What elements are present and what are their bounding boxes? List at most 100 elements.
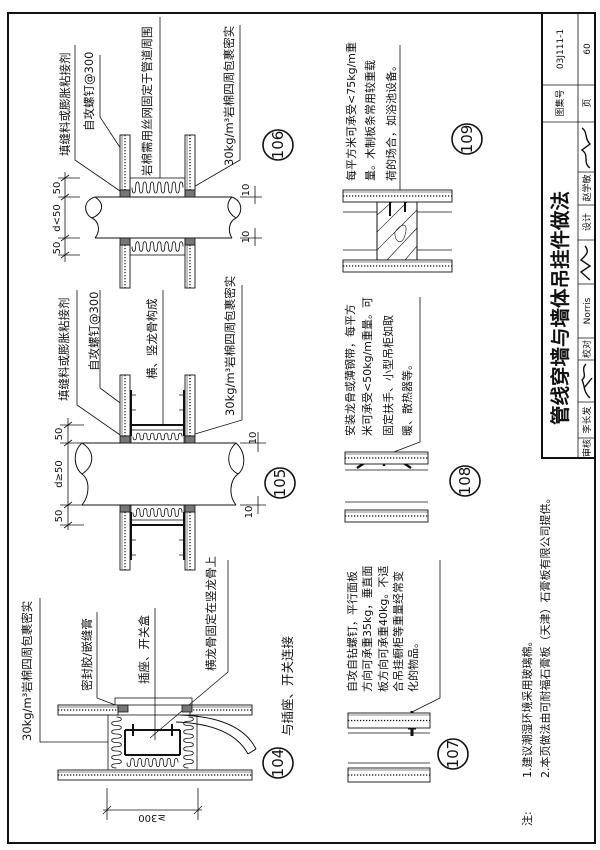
detail-number-circle <box>262 129 294 161</box>
text-line: 暖、散热器等。 <box>400 359 414 436</box>
leader-line <box>385 297 421 456</box>
seal-block <box>117 704 129 713</box>
designer-signature <box>580 127 592 169</box>
wall-board <box>344 451 429 465</box>
text-line: 每平方米可承受<75kg/m重 <box>344 42 358 181</box>
wall-board <box>119 134 131 191</box>
label-rockwool-mesh: 岩棉需用丝网固定于管道周围 <box>140 27 154 177</box>
detail-number-circle <box>449 465 481 497</box>
checker-signature <box>579 245 592 281</box>
seal-block <box>119 504 131 513</box>
dim-50-top: 50 <box>52 182 63 195</box>
wall-board <box>347 712 431 729</box>
label-studs: 横、竖龙骨构成 <box>145 298 159 379</box>
label-joint-filler: 填缝料或膨胀粘接剂 <box>58 53 72 157</box>
wall-board <box>119 511 131 571</box>
label-screw: 自攻螺钉@300 <box>87 292 101 371</box>
rockwool-wave <box>131 181 184 194</box>
detail-number: 104 <box>269 749 287 778</box>
dimension-extensions <box>58 174 262 259</box>
leader-line <box>96 612 119 707</box>
designer-name: 赵学敏 <box>581 174 593 201</box>
detail-number: 109 <box>458 125 476 154</box>
pipe <box>74 442 245 506</box>
dim-10-top: 10 <box>241 184 252 197</box>
label-socket-box: 插座、开关盒 <box>137 615 151 684</box>
atlas-no: 03J111-1 <box>556 29 566 69</box>
title-block-border <box>541 13 595 459</box>
label-screw: 自攻螺钉@300 <box>82 52 96 131</box>
text-line: 安装龙骨或薄钢带，每平方 <box>343 304 357 436</box>
leader-line <box>74 45 124 194</box>
text-line: 量。木制板条常用较重载 <box>363 60 377 181</box>
wall-board <box>57 704 119 716</box>
dim-50-bottom: 50 <box>54 510 65 523</box>
detail-109: 每平方米可承受<75kg/m重 量。木制板条常用较重载 荷的场合，如浴池设备。 … <box>343 42 483 261</box>
dim-diameter: d≥50 <box>54 460 65 487</box>
steel-studs <box>130 390 185 560</box>
text-line: 荷的场合，如浴池设备。 <box>384 60 398 181</box>
reviewer-name: 李长发 <box>581 406 593 433</box>
notes-label: 注: <box>520 811 534 826</box>
dim-50-bottom: 50 <box>52 242 63 255</box>
seal-block <box>181 704 193 713</box>
wall-board <box>184 374 196 437</box>
wall-board <box>119 374 131 437</box>
rockwool-wave <box>131 241 184 252</box>
dim-50-top: 50 <box>54 428 65 441</box>
screws <box>132 724 173 736</box>
leader-line <box>149 560 229 739</box>
wall-board <box>57 769 253 781</box>
text-line: 方向可承重35kg，垂直面 <box>360 566 374 692</box>
wall-board <box>119 244 131 289</box>
title-block: 管线穿墙与墙体吊挂件做法 图集号 03J111-1 页 60 审核 李长发 校对… <box>541 13 595 459</box>
seal-block <box>184 189 196 198</box>
label-runner-fixed: 横龙骨固定在竖龙骨上 <box>204 556 218 671</box>
label-rockwool: 30kg/m³岩棉四周包裹密实 <box>223 276 237 416</box>
dimension <box>102 788 203 820</box>
detail-number-circle <box>437 738 469 770</box>
wall-board <box>342 259 453 273</box>
joint-seals <box>117 189 196 713</box>
reviewer-signature <box>581 363 593 399</box>
checker-name: Norris <box>583 297 593 324</box>
text-line: 板方向可承重40kg。不适 <box>376 566 390 692</box>
seal-block <box>119 435 131 444</box>
signature-row-dividers <box>578 171 595 439</box>
screws <box>127 394 188 556</box>
detail-caption: 与插座、开关连接 <box>280 635 295 736</box>
socket-box <box>124 729 181 756</box>
seal-block <box>119 237 131 246</box>
note-1: 1.建议潮湿环境采用玻璃棉。 <box>520 636 534 779</box>
wood-block <box>376 201 418 261</box>
leader-line <box>184 25 241 193</box>
detail-number: 107 <box>444 740 462 769</box>
seal-block <box>184 435 196 444</box>
detail-number: 105 <box>271 469 289 498</box>
rockwool-wave <box>132 432 183 441</box>
text-line: 米可承受<50kg/m重量。可 <box>360 297 374 436</box>
designer-label: 设计 <box>581 213 593 231</box>
detail-106: 填缝料或膨胀粘接剂 自攻螺钉@300 岩棉需用丝网固定于管道周围 30kg/m³… <box>52 17 294 262</box>
wall-board <box>347 767 431 783</box>
wall-board <box>342 189 453 203</box>
reviewer-label: 审核 <box>581 439 593 457</box>
page-label: 页 <box>582 98 593 107</box>
rockwool-fill <box>111 181 194 769</box>
label-sealant: 密封胶/嵌缝膏 <box>80 618 94 691</box>
wall-board <box>184 511 196 571</box>
detail-number: 106 <box>269 131 287 160</box>
text-line: 合吊挂橱柜等重量经常变 <box>391 571 405 692</box>
page-number: 60 <box>583 43 593 55</box>
wall-board <box>184 134 196 191</box>
sheet-frame <box>7 12 596 844</box>
sheet-title: 管线穿墙与墙体吊挂件做法 <box>549 191 572 425</box>
leader-line <box>411 560 441 713</box>
cable <box>175 714 257 755</box>
checker-label: 校对 <box>581 340 593 358</box>
text-line: 固定扶手、小型吊柜如取 <box>381 315 395 436</box>
seal-block <box>119 189 131 198</box>
atlas-no-label: 图集号 <box>554 89 566 116</box>
dim-10-bottom: 10 <box>241 231 252 244</box>
